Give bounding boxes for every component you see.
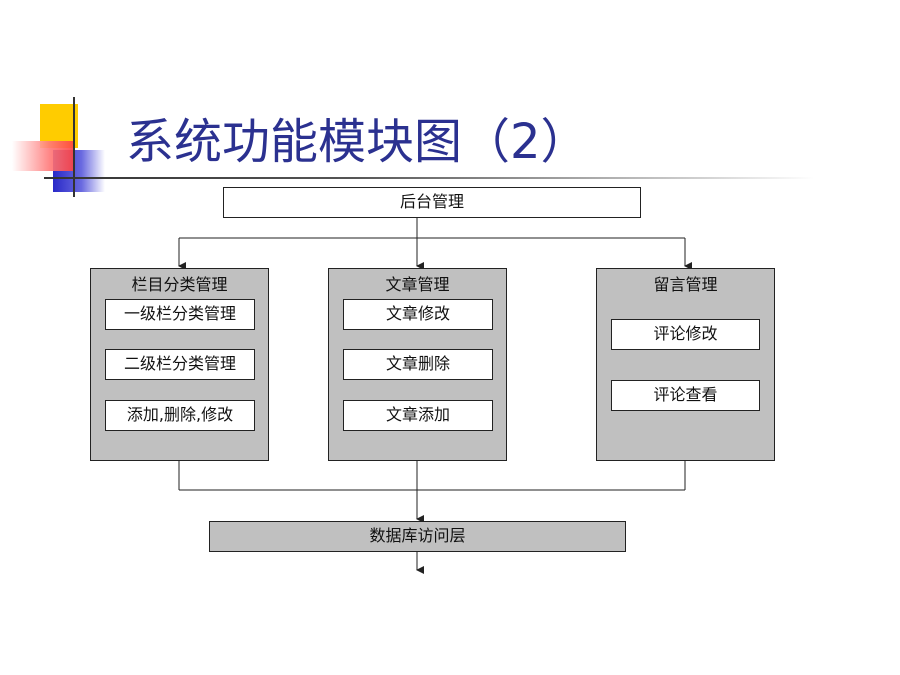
database-layer-node (209, 521, 626, 552)
module-title-category: 栏目分类管理 (131, 275, 228, 294)
decor-yellow-square (40, 104, 78, 148)
decor-horizontal-rule (44, 177, 814, 179)
node-article-3-label: 文章添加 (385, 405, 450, 424)
decor-red-bar (12, 141, 74, 171)
slide-title: 系统功能模块图（2） (126, 114, 589, 170)
node-category-1-label: 一级栏分类管理 (123, 304, 236, 323)
module-title-message: 留言管理 (653, 275, 718, 294)
node-article-2 (343, 349, 493, 380)
node-category-2 (105, 349, 255, 380)
node-category-1 (105, 299, 255, 330)
node-message-2-label: 评论查看 (653, 385, 718, 404)
node-article-1 (343, 299, 493, 330)
node-article-2-label: 文章删除 (385, 354, 450, 373)
module-box-message (596, 268, 775, 461)
root-node (223, 187, 641, 218)
database-layer-label: 数据库访问层 (369, 526, 466, 545)
module-title-article: 文章管理 (385, 275, 450, 294)
decor-vertical-line (73, 97, 75, 197)
node-article-1-label: 文章修改 (385, 304, 450, 323)
root-node-label: 后台管理 (399, 192, 464, 211)
node-category-2-label: 二级栏分类管理 (123, 354, 236, 373)
node-message-1-label: 评论修改 (653, 324, 718, 343)
node-category-3-label: 添加,删除,修改 (126, 405, 234, 424)
node-message-2 (611, 380, 760, 411)
node-category-3 (105, 400, 255, 431)
node-message-1 (611, 319, 760, 350)
node-article-3 (343, 400, 493, 431)
